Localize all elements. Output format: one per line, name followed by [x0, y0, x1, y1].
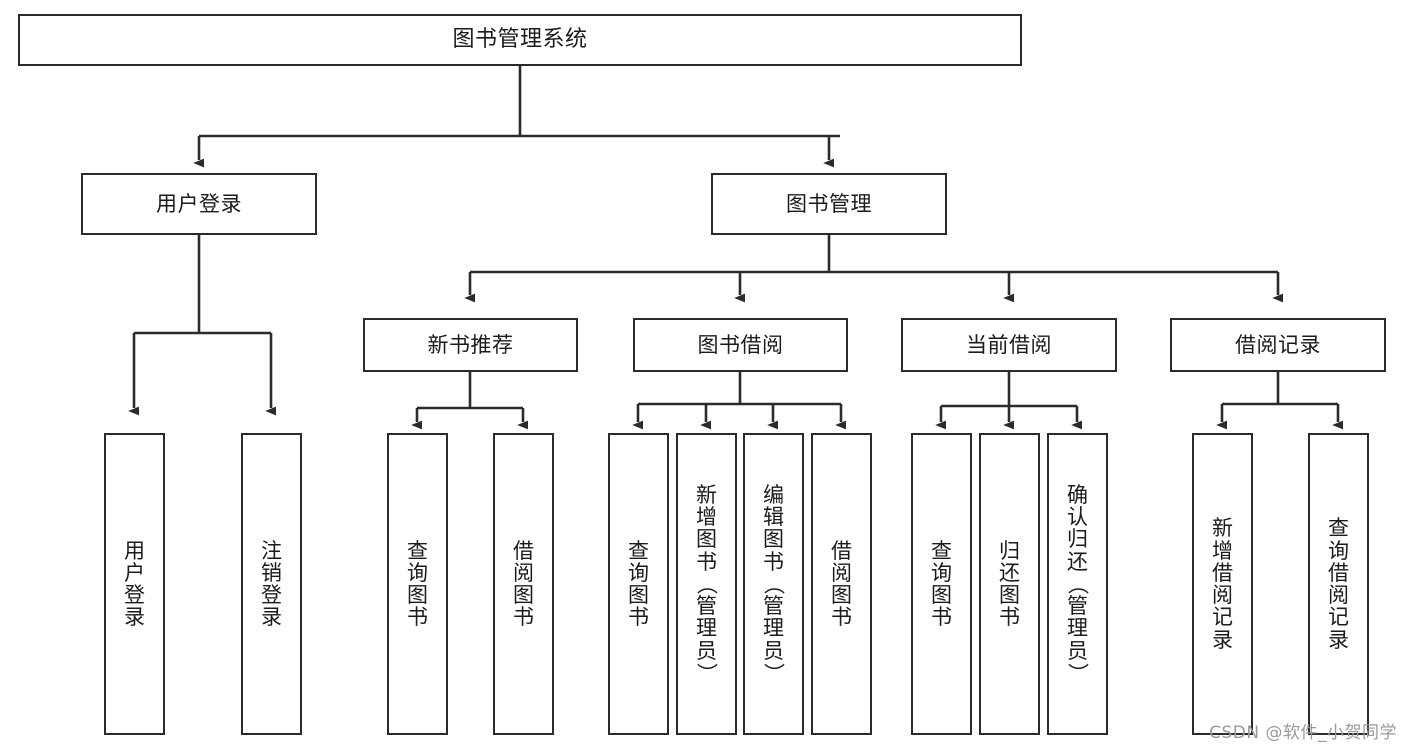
node-label: 用户登录 — [124, 538, 145, 630]
node-label: 确认归还（管理员） — [1065, 482, 1090, 684]
node-label: 新书推荐 — [427, 332, 514, 357]
leaf-current-borrow-query-book[interactable]: 查询图书 — [911, 433, 972, 735]
leaf-user-login-logout[interactable]: 注销登录 — [241, 433, 302, 735]
watermark: CSDN @软件_小贺同学 — [1209, 723, 1397, 743]
node-label: 注销登录 — [261, 538, 282, 630]
leaf-borrow-record-add-record[interactable]: 新增借阅记录 — [1192, 433, 1253, 735]
node-label: 新增借阅记录 — [1212, 516, 1233, 652]
node-label: 查询图书 — [628, 538, 649, 630]
node-new-book-recommend[interactable]: 新书推荐 — [363, 318, 578, 372]
leaf-new-book-query-book[interactable]: 查询图书 — [387, 433, 448, 735]
leaf-book-borrow-add-book-admin[interactable]: 新增图书（管理员） — [676, 433, 737, 735]
leaf-current-borrow-return-book[interactable]: 归还图书 — [979, 433, 1040, 735]
node-label: 图书借阅 — [697, 332, 784, 357]
node-label: 借阅记录 — [1235, 332, 1321, 357]
node-label: 用户登录 — [156, 191, 242, 216]
leaf-current-borrow-confirm-return-admin[interactable]: 确认归还（管理员） — [1047, 433, 1108, 735]
leaf-borrow-record-query-record[interactable]: 查询借阅记录 — [1308, 433, 1369, 735]
node-label: 编辑图书（管理员） — [761, 482, 786, 684]
node-current-borrow[interactable]: 当前借阅 — [901, 318, 1117, 372]
node-label: 查询借阅记录 — [1328, 516, 1349, 652]
leaf-user-login-login[interactable]: 用户登录 — [104, 433, 165, 735]
node-book-borrow[interactable]: 图书借阅 — [633, 318, 848, 372]
node-label: 图书管理系统 — [452, 27, 588, 53]
node-label: 新增图书（管理员） — [694, 482, 719, 684]
node-borrow-record[interactable]: 借阅记录 — [1170, 318, 1386, 372]
node-book-management[interactable]: 图书管理 — [711, 173, 947, 235]
node-label: 归还图书 — [999, 538, 1020, 630]
node-label: 借阅图书 — [831, 538, 852, 630]
leaf-new-book-borrow-book[interactable]: 借阅图书 — [493, 433, 554, 735]
node-label: 借阅图书 — [513, 538, 534, 630]
leaf-book-borrow-edit-book-admin[interactable]: 编辑图书（管理员） — [743, 433, 804, 735]
node-root-book-management-system[interactable]: 图书管理系统 — [18, 14, 1022, 66]
node-label: 查询图书 — [407, 538, 428, 630]
node-user-login[interactable]: 用户登录 — [81, 173, 317, 235]
node-label: 当前借阅 — [966, 332, 1052, 357]
node-label: 图书管理 — [786, 191, 872, 216]
node-label: 查询图书 — [931, 538, 952, 630]
leaf-book-borrow-borrow-book[interactable]: 借阅图书 — [811, 433, 872, 735]
leaf-book-borrow-query-book[interactable]: 查询图书 — [608, 433, 669, 735]
